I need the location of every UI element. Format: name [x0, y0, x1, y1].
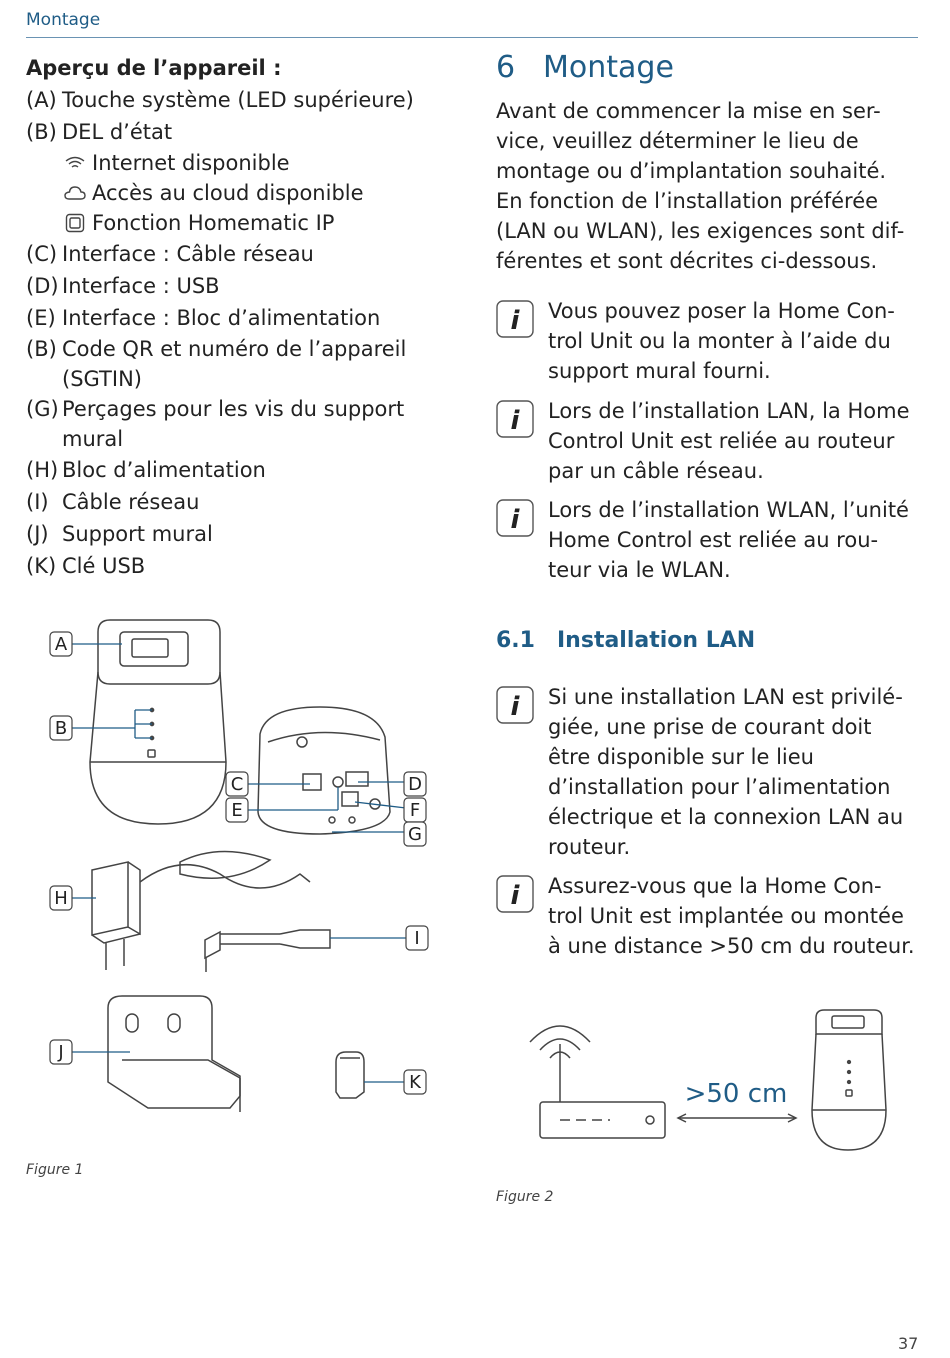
status-led-item: Internet disponible — [26, 148, 456, 178]
item-text: Perçages pour les vis du support mural — [62, 397, 405, 451]
section-title: 6 Montage — [496, 50, 674, 85]
item-key: (A) — [26, 88, 57, 112]
callout-i: I — [414, 928, 419, 949]
callout-g: G — [408, 824, 422, 845]
section-title-text: Montage — [543, 50, 674, 85]
item-key: (E) — [26, 306, 56, 330]
subsection-title: 6.1 Installation LAN — [496, 628, 755, 653]
overview-item: (E) Interface : Bloc d’alimentation — [26, 302, 456, 334]
overview-item: (B) DEL d’état — [26, 116, 456, 148]
svg-text:i: i — [511, 406, 521, 436]
info-icon: i — [496, 875, 534, 913]
item-text: Interface : USB — [62, 274, 220, 298]
overview-item: (C) Interface : Câble réseau — [26, 238, 456, 270]
homematic-icon — [62, 213, 88, 233]
info-note: i Si une installation LAN est privilé-gi… — [496, 682, 916, 862]
note-text: Vous pouvez poser la Home Con-trol Unit … — [548, 299, 895, 383]
overview-item: (K) Clé USB — [26, 550, 456, 582]
figure-2-illustration: >50 cm — [529, 1009, 887, 1151]
subsection-title-text: Installation LAN — [557, 628, 756, 653]
home-control-unit-rear-drawing — [257, 706, 391, 835]
home-control-unit-drawing — [89, 619, 227, 825]
overview-item: (H) Bloc d’alimentation — [26, 454, 456, 486]
wifi-icon — [62, 155, 88, 171]
item-key: (C) — [26, 242, 58, 266]
figure-2-caption: Figure 2 — [496, 1189, 554, 1205]
info-icon: i — [496, 499, 534, 537]
item-key: (B) — [26, 337, 57, 361]
info-icon: i — [496, 400, 534, 438]
item-text: Code QR et numéro de l’appareil (SGTIN) — [62, 337, 407, 391]
home-control-unit-drawing — [811, 1009, 887, 1151]
note-text: Lors de l’installation LAN, la Home Cont… — [548, 399, 910, 483]
usb-key-drawing — [335, 1051, 365, 1099]
callout-b: B — [55, 718, 67, 739]
info-note: i Lors de l’installation LAN, la Home Co… — [496, 396, 916, 486]
cloud-icon — [62, 185, 88, 201]
header-rule — [26, 37, 918, 38]
svg-text:i: i — [511, 505, 521, 535]
overview-item: (B) Code QR et numéro de l’appareil (SGT… — [26, 334, 456, 394]
overview-item: (A) Touche système (LED supérieure) — [26, 84, 456, 116]
device-overview: Aperçu de l’appareil : (A) Touche systèm… — [26, 52, 456, 582]
figure-1-caption: Figure 1 — [26, 1162, 84, 1178]
callout-c: C — [231, 774, 244, 795]
item-text: DEL d’état — [62, 120, 173, 144]
info-icon: i — [496, 686, 534, 724]
running-header: Montage — [26, 10, 101, 30]
callout-a: A — [55, 634, 68, 655]
callout-d: D — [408, 774, 422, 795]
status-led-item: Accès au cloud disponible — [26, 178, 456, 208]
item-text: Touche système (LED supérieure) — [62, 88, 414, 112]
item-text: Interface : Bloc d’alimentation — [62, 306, 381, 330]
section-number: 6 — [496, 50, 516, 85]
item-text: Câble réseau — [62, 490, 200, 514]
item-key: (B) — [26, 120, 57, 144]
item-key: (G) — [26, 397, 59, 421]
callout-f: F — [410, 800, 420, 821]
distance-arrow — [676, 1113, 798, 1123]
wall-bracket-drawing — [107, 995, 241, 1112]
status-led-item: Fonction Homematic IP — [26, 208, 456, 238]
status-led-text: Fonction Homematic IP — [92, 211, 335, 235]
status-led-text: Internet disponible — [92, 151, 290, 175]
overview-item: (I) Câble réseau — [26, 486, 456, 518]
item-key: (D) — [26, 274, 59, 298]
item-text: Interface : Câble réseau — [62, 242, 314, 266]
item-text: Clé USB — [62, 554, 146, 578]
overview-heading: Aperçu de l’appareil : — [26, 56, 282, 80]
item-text: Support mural — [62, 522, 213, 546]
overview-item: (D) Interface : USB — [26, 270, 456, 302]
callout-e: E — [231, 800, 242, 821]
svg-text:i: i — [511, 881, 521, 911]
subsection-number: 6.1 — [496, 628, 535, 653]
svg-text:i: i — [511, 306, 521, 336]
distance-label: >50 cm — [685, 1079, 788, 1109]
item-key: (K) — [26, 554, 57, 578]
note-text: Lors de l’installation WLAN, l’unité Hom… — [548, 498, 909, 582]
callout-j: J — [57, 1042, 63, 1063]
overview-item: (J) Support mural — [26, 518, 456, 550]
item-text: Bloc d’alimentation — [62, 458, 266, 482]
info-icon: i — [496, 300, 534, 338]
note-text: Assurez-vous que la Home Con-trol Unit e… — [548, 874, 915, 958]
callout-k: K — [409, 1072, 422, 1093]
status-led-text: Accès au cloud disponible — [92, 181, 364, 205]
svg-text:i: i — [511, 692, 521, 722]
figure-1-illustration: A B C D E F G H I J K — [49, 619, 429, 1112]
power-supply-drawing — [91, 850, 311, 970]
overview-item: (G) Perçages pour les vis du support mur… — [26, 394, 456, 454]
item-key: (H) — [26, 458, 59, 482]
info-note: i Assurez-vous que la Home Con-trol Unit… — [496, 871, 916, 961]
router-drawing — [539, 1044, 666, 1139]
page-number: 37 — [898, 1334, 919, 1353]
section-intro: Avant de commencer la mise en ser-vice, … — [496, 99, 905, 273]
callout-h: H — [54, 888, 68, 909]
info-note: i Vous pouvez poser la Home Con-trol Uni… — [496, 296, 916, 386]
note-text: Si une installation LAN est privilé-giée… — [548, 685, 904, 859]
network-cable-drawing — [204, 929, 331, 972]
item-key: (I) — [26, 490, 49, 514]
info-note: i Lors de l’installation WLAN, l’unité H… — [496, 495, 916, 585]
item-key: (J) — [26, 522, 49, 546]
